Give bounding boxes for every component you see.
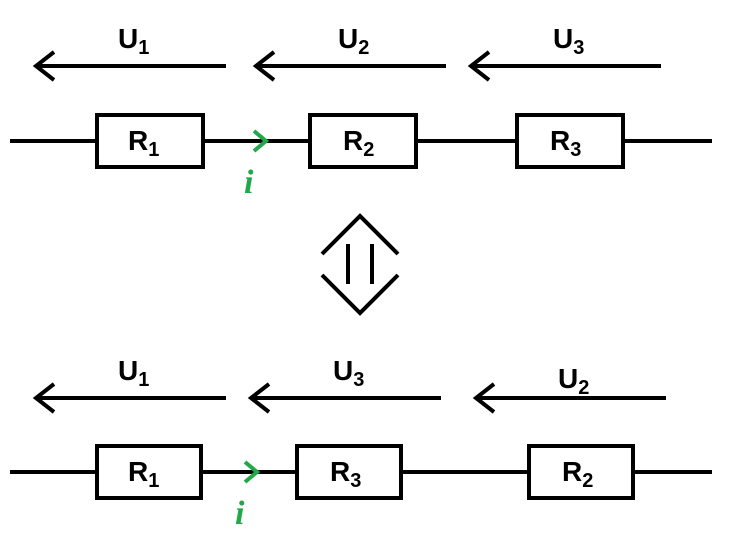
bottom-resistor-label-1: R1	[128, 456, 159, 492]
bottom-resistor-label-3: R2	[562, 456, 593, 492]
top-resistor-3: R3	[515, 113, 625, 169]
top-voltage-arrow-2: U2	[252, 23, 446, 82]
top-voltage-arrow-3: U3	[467, 23, 661, 82]
bottom-voltage-arrow-1: U1	[32, 355, 226, 414]
top-voltage-arrow-1: U1	[32, 23, 226, 82]
top-voltage-label-2: U2	[338, 23, 369, 59]
double-arrow-up-down-icon	[320, 213, 400, 316]
top-voltage-label-1: U1	[118, 23, 149, 59]
bottom-voltage-label-3: U2	[558, 363, 589, 399]
bottom-resistor-label-2: R3	[330, 456, 361, 492]
top-resistor-label-2: R2	[343, 125, 374, 161]
bottom-current-label: i	[235, 495, 245, 532]
bottom-voltage-label-1: U1	[118, 355, 149, 391]
top-current-marker: i	[244, 129, 270, 201]
top-current-label: i	[244, 164, 254, 201]
top-current-arrow-icon	[252, 129, 270, 153]
bottom-voltage-arrow-3: U2	[472, 363, 666, 414]
bottom-current-marker: i	[235, 460, 261, 532]
bottom-resistor-2: R3	[295, 444, 403, 500]
bottom-current-arrow-icon	[243, 460, 261, 484]
top-voltage-label-3: U3	[553, 23, 584, 59]
top-circuit: U1 U2 U3 R1	[10, 23, 712, 201]
bottom-circuit: U1 U3 U2 R1	[10, 355, 712, 532]
top-resistor-2: R2	[308, 113, 418, 169]
top-resistor-label-1: R1	[128, 125, 159, 161]
top-resistor-1: R1	[95, 113, 205, 169]
bottom-resistor-1: R1	[95, 444, 203, 500]
bottom-voltage-label-2: U3	[333, 355, 364, 391]
top-resistor-label-3: R3	[550, 125, 581, 161]
bottom-voltage-arrow-2: U3	[247, 355, 441, 414]
bottom-resistor-3: R2	[527, 444, 635, 500]
